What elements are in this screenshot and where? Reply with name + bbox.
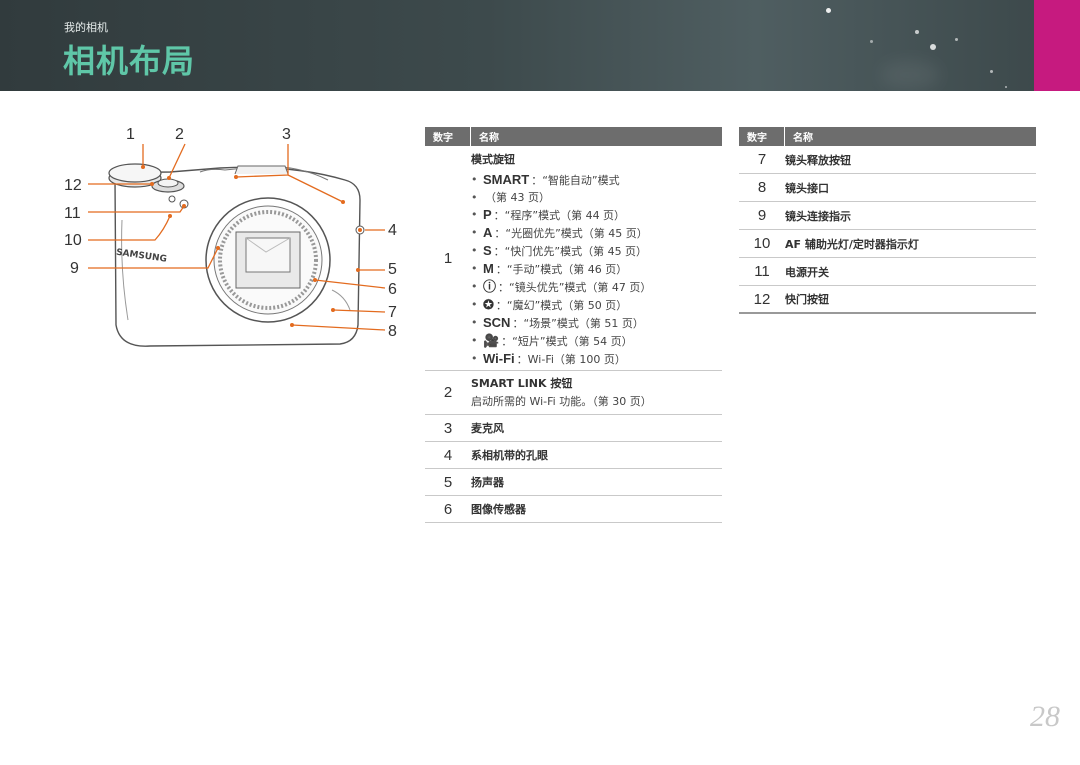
row-name: 模式旋钮 [471,153,515,166]
row-name: AF 辅助光灯/定时器指示灯 [785,237,919,251]
callout-9: 9 [70,260,79,277]
row-number: 3 [443,419,453,437]
table-row: 3 麦克风 [425,415,722,442]
magic-icon: ✪ [483,297,494,312]
callout-5: 5 [388,261,397,278]
sparkle-icon [930,44,936,50]
camera-illustration: SAMSUNG [60,120,420,370]
row-name: 系相机带的孔眼 [471,449,548,462]
list-item-cont: （第 43 页） [471,189,722,206]
row-content: SMART LINK 按钮 启动所需的 Wi-Fi 功能。（第 30 页） [471,371,722,414]
row-description: 启动所需的 Wi-Fi 功能。（第 30 页） [471,395,652,408]
row-number: 5 [443,473,453,491]
callout-8: 8 [388,323,397,340]
list-item: M：“手动”模式（第 46 页） [471,260,722,278]
list-item: A：“光圈优先”模式（第 45 页） [471,224,722,242]
row-name: SMART LINK 按钮 [471,377,573,390]
breadcrumb: 我的相机 [64,21,108,34]
table-row: 10 AF 辅助光灯/定时器指示灯 [739,230,1036,258]
list-item: SMART：“智能自动”模式 [471,171,722,189]
table-row: 4 系相机带的孔眼 [425,442,722,469]
parts-table-right: 数字 名称 7 镜头释放按钮 8 镜头接口 9 镜头连接指示 10 AF 辅助光… [739,127,1036,314]
callout-11: 11 [64,205,81,222]
parts-table-left: 数字 名称 1 模式旋钮 SMART：“智能自动”模式 （第 43 页） P：“… [425,127,722,523]
row-number: 12 [753,290,771,308]
header-number: 数字 [739,127,785,146]
row-name: 电源开关 [785,265,829,279]
table-row: 6 图像传感器 [425,496,722,523]
list-item: ✪：“魔幻”模式（第 50 页） [471,296,722,314]
wifi-icon: Wi-Fi [483,351,515,366]
lens-priority-icon: ⓘ [483,279,497,294]
row-number: 11 [754,263,770,280]
row-number: 9 [757,207,767,224]
row-name: 图像传感器 [471,503,526,516]
sparkle-icon [1005,86,1007,88]
sparkle-icon [826,8,831,13]
table-row: 11 电源开关 [739,258,1036,286]
header-name: 名称 [479,133,499,144]
callout-7: 7 [388,304,397,321]
list-item: Wi-Fi：Wi-Fi（第 100 页） [471,350,722,368]
table-row: 7 镜头释放按钮 [739,146,1036,174]
header-name: 名称 [793,133,813,144]
callout-6: 6 [388,281,397,298]
sparkle-icon [915,30,919,34]
row-name: 镜头连接指示 [785,209,851,223]
sparkle-icon [990,70,993,73]
list-item: SCN：“场景”模式（第 51 页） [471,314,722,332]
header-number: 数字 [425,127,471,146]
row-name: 快门按钮 [785,293,829,306]
list-item: S：“快门优先”模式（第 45 页） [471,242,722,260]
row-name: 麦克风 [471,422,504,435]
callout-12: 12 [64,177,82,194]
header-banner: 我的相机 相机布局 [0,0,1080,91]
section-tab [1034,0,1080,91]
callout-4: 4 [388,222,397,239]
light-glow [880,60,940,90]
list-item: ⓘ：“镜头优先”模式（第 47 页） [471,278,722,296]
row-name: 扬声器 [471,476,504,489]
table-row: 8 镜头接口 [739,174,1036,202]
list-item: 🎥：“短片”模式（第 54 页） [471,332,722,350]
callout-3: 3 [282,126,291,143]
table-header: 数字 名称 [425,127,722,146]
page-number: 28 [1030,700,1060,733]
callout-2: 2 [175,126,184,143]
row-number: 6 [443,500,453,518]
row-number: 10 [753,235,771,252]
row-number: 7 [757,151,767,168]
row-number: 1 [443,249,453,267]
sparkle-icon [870,40,873,43]
row-name: 镜头接口 [785,181,829,195]
row-content: 模式旋钮 SMART：“智能自动”模式 （第 43 页） P：“程序”模式（第 … [471,146,722,370]
table-row: 9 镜头连接指示 [739,202,1036,230]
list-item: P：“程序”模式（第 44 页） [471,206,722,224]
table-header: 数字 名称 [739,127,1036,146]
mode-list: SMART：“智能自动”模式 （第 43 页） P：“程序”模式（第 44 页）… [471,171,722,368]
page-title: 相机布局 [63,42,196,80]
table-row: 2 SMART LINK 按钮 启动所需的 Wi-Fi 功能。（第 30 页） [425,371,722,415]
camera-drawing: SAMSUNG [88,143,386,347]
callout-1: 1 [126,126,135,143]
row-number: 2 [443,384,453,401]
row-name: 镜头释放按钮 [785,153,851,167]
table-row: 5 扬声器 [425,469,722,496]
movie-icon: 🎥 [483,333,500,348]
sparkle-icon [955,38,958,41]
callout-10: 10 [64,232,82,249]
table-row: 12 快门按钮 [739,286,1036,314]
row-number: 4 [443,446,453,464]
row-number: 8 [757,179,767,196]
table-row: 1 模式旋钮 SMART：“智能自动”模式 （第 43 页） P：“程序”模式（… [425,146,722,371]
